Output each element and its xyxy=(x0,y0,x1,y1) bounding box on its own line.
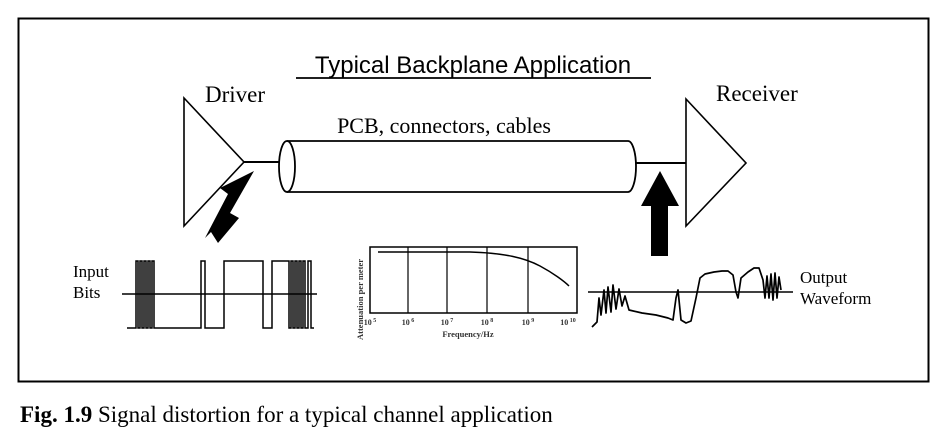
receiver-label: Receiver xyxy=(716,81,798,106)
figure-frame xyxy=(17,17,930,383)
attenuation-curve xyxy=(378,251,570,287)
output-arrow xyxy=(641,171,679,256)
plot-xtick-label: 10 7 xyxy=(441,318,454,327)
channel-label: PCB, connectors, cables xyxy=(337,113,551,138)
plot-xtick-label: 10 5 xyxy=(364,318,377,327)
plot-xtick-label: 10 6 xyxy=(402,318,415,327)
diagram-title: Typical Backplane Application xyxy=(315,52,631,79)
receiver-triangle xyxy=(685,96,748,228)
input-label-line2: Bits xyxy=(73,283,100,302)
input-label-line1: Input xyxy=(73,262,109,281)
figure-caption: Fig. 1.9 Signal distortion for a typical… xyxy=(20,402,920,430)
plot-xlabel: Frequency/Hz xyxy=(442,329,494,339)
output-waveform xyxy=(591,267,782,328)
driver-triangle xyxy=(183,95,246,229)
input-arrow xyxy=(205,171,254,243)
driver-label: Driver xyxy=(205,82,265,107)
plot-ylabel: Attenuation per meter xyxy=(355,259,365,340)
attenuation-plot: Attenuation per meter 10 5 10 6 10 7 10 8 10… xyxy=(355,246,578,340)
caption-text: Signal distortion for a typical channel … xyxy=(92,402,553,427)
plot-xtick-label: 10 9 xyxy=(522,318,535,327)
output-label-line2: Waveform xyxy=(800,289,871,308)
input-bits-waveform xyxy=(127,260,314,329)
plot-xtick-label: 10 8 xyxy=(481,318,494,327)
caption-label: Fig. 1.9 xyxy=(20,402,93,427)
output-label-line1: Output xyxy=(800,268,848,287)
channel-cylinder xyxy=(278,140,637,193)
plot-xtick-label: 10 10 xyxy=(560,318,576,327)
